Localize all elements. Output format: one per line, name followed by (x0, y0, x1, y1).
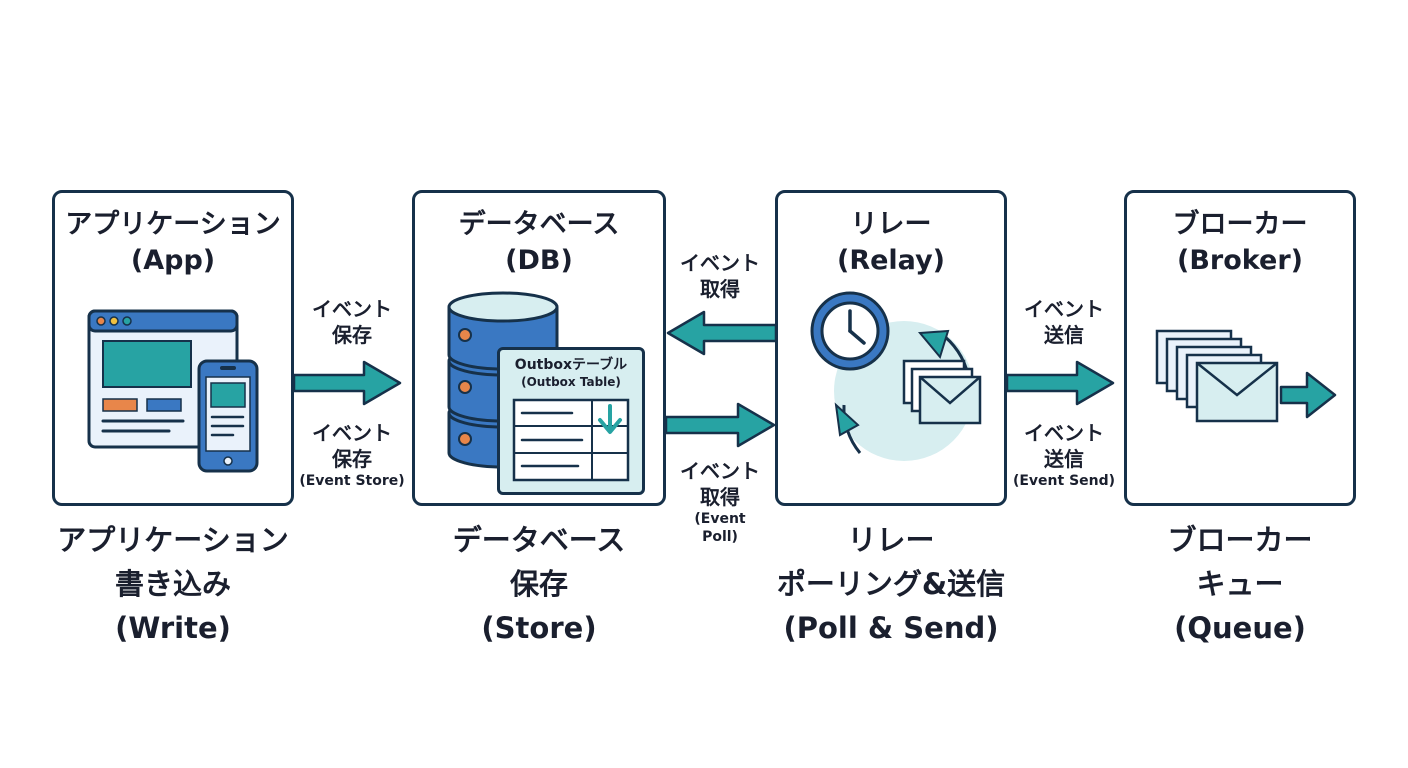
arrow-db-to-relay-fetch (666, 310, 778, 356)
arrow-app-db-top-label: イベント 保存 (294, 296, 410, 348)
arrow-relay-broker-bottom-line1: イベント (1024, 421, 1104, 445)
clock-cycle-envelopes-icon (810, 291, 982, 461)
arrow-app-db-bottom-line2: 保存 (332, 447, 372, 471)
message-queue-icon (1155, 329, 1337, 423)
arrow-relay-db-bottom-sub2: Poll) (702, 529, 738, 545)
broker-caption: ブローカー キュー (Queue) (1090, 518, 1390, 650)
relay-title: リレー (850, 209, 932, 240)
arrow-app-to-db (292, 360, 402, 406)
arrow-relay-broker-bottom-sub: (Event Send) (1012, 473, 1116, 489)
arrow-db-to-relay-poll (664, 402, 776, 448)
arrow-relay-db-bottom-line2: 取得 (700, 485, 740, 509)
arrow-relay-db-bottom-sub1: (Event (694, 511, 746, 527)
app-caption-line1: アプリケーション (57, 523, 289, 557)
outbox-table-subtitle: (Outbox Table) (521, 375, 621, 389)
broker-caption-line1: ブローカー (1167, 523, 1313, 557)
outbox-table-grid-icon (512, 398, 630, 482)
relay-caption-line2: ポーリング&送信 (776, 567, 1006, 601)
arrow-app-db-bottom-sub: (Event Store) (299, 473, 405, 489)
app-caption-line2: 書き込み (114, 567, 231, 601)
arrow-relay-db-bottom-label: イベント 取得 (Event Poll) (664, 458, 776, 546)
outbox-table-panel: Outboxテーブル (Outbox Table) (497, 347, 645, 495)
app-window-and-phone-icon (87, 309, 259, 473)
db-caption-line2: 保存 (509, 567, 568, 601)
arrow-relay-broker-top-label: イベント 送信 (1004, 296, 1124, 348)
app-caption: アプリケーション 書き込み (Write) (23, 518, 323, 650)
relay-box: リレー (Relay) (775, 190, 1007, 506)
db-caption-line1: データベース (452, 523, 626, 557)
arrow-app-db-top-line1: イベント (312, 297, 392, 321)
arrow-app-db-bottom-label: イベント 保存 (Event Store) (294, 420, 410, 490)
relay-subtitle: (Relay) (836, 245, 946, 276)
arrow-relay-broker-bottom-line2: 送信 (1044, 447, 1084, 471)
app-title: アプリケーション (65, 209, 281, 240)
arrow-relay-to-broker (1005, 360, 1115, 406)
broker-caption-line2: キュー (1196, 567, 1284, 601)
arrow-relay-broker-bottom-label: イベント 送信 (Event Send) (1004, 420, 1124, 490)
db-title: データベース (458, 209, 620, 240)
db-box: データベース (DB) Outboxテーブル (Outbox Table) (412, 190, 666, 506)
app-box: アプリケーション (App) (52, 190, 294, 506)
arrow-app-db-top-line2: 保存 (332, 323, 372, 347)
relay-caption-line1: リレー (847, 523, 935, 557)
db-caption: データベース 保存 (Store) (389, 518, 689, 650)
arrow-relay-broker-top-line1: イベント (1024, 297, 1104, 321)
arrow-relay-db-top-line1: イベント (680, 251, 760, 275)
db-subtitle: (DB) (505, 245, 573, 276)
broker-title: ブローカー (1172, 209, 1308, 240)
arrow-relay-db-top-label: イベント 取得 (664, 250, 776, 302)
app-subtitle: (App) (130, 245, 216, 276)
broker-caption-line3: (Queue) (1174, 611, 1306, 645)
outbox-table-title: Outboxテーブル (514, 357, 628, 373)
relay-caption-line3: (Poll & Send) (783, 611, 999, 645)
arrow-relay-broker-top-line2: 送信 (1044, 323, 1084, 347)
arrow-relay-db-bottom-line1: イベント (680, 459, 760, 483)
arrow-relay-db-top-line2: 取得 (700, 277, 740, 301)
broker-subtitle: (Broker) (1177, 245, 1303, 276)
app-caption-line3: (Write) (115, 611, 231, 645)
relay-caption: リレー ポーリング&送信 (Poll & Send) (741, 518, 1041, 650)
db-caption-line3: (Store) (481, 611, 597, 645)
arrow-app-db-bottom-line1: イベント (312, 421, 392, 445)
broker-box: ブローカー (Broker) (1124, 190, 1356, 506)
